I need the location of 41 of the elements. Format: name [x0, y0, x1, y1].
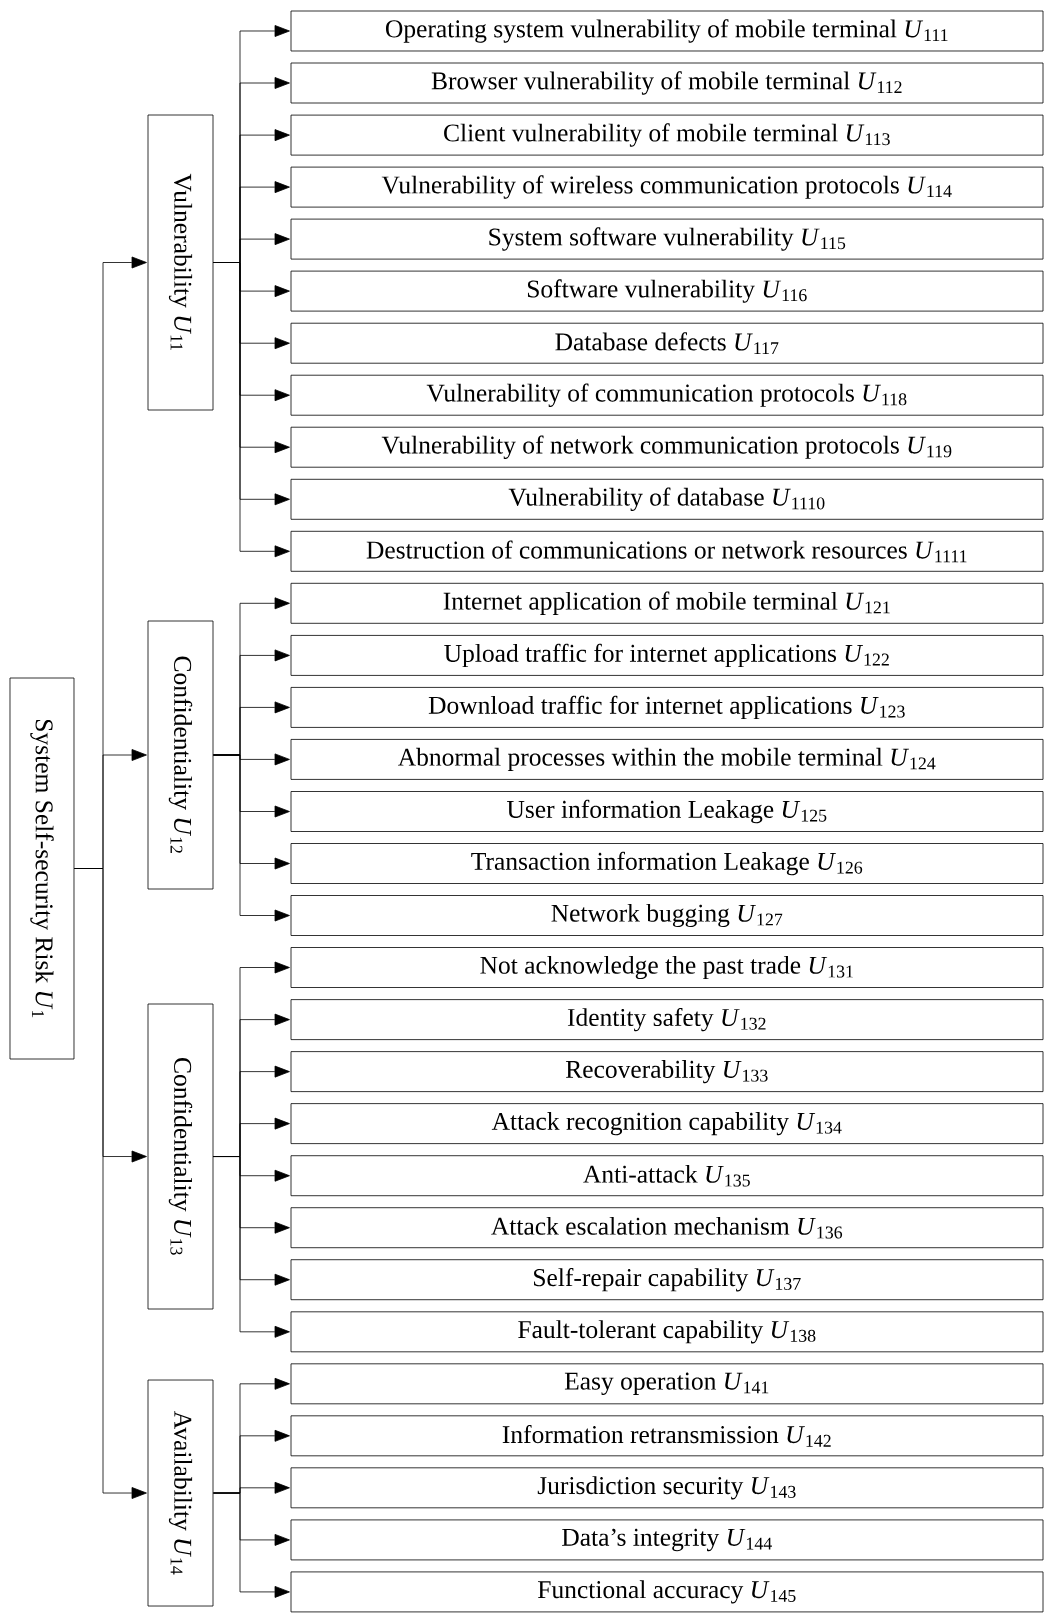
item-box: Identity safety U$_{132}$	[290, 999, 1044, 1040]
item-box: Operating system vulnerability of mobile terminal U$_{111}$	[290, 10, 1044, 52]
item-box: Data’s integrity U$_{144}$	[290, 1519, 1044, 1561]
category-box: Confidentiality U$_{13}$	[147, 1003, 214, 1310]
item-box: Vulnerability of database U$_{1110}$	[290, 478, 1044, 520]
item-box: Jurisdiction security U$_{143}$	[290, 1467, 1044, 1509]
item-box: Browser vulnerability of mobile terminal U$_{112}$	[290, 62, 1044, 104]
item-box: Attack escalation mechanism U$_{136}$	[290, 1207, 1044, 1249]
item-box: Anti-attack U$_{135}$	[290, 1155, 1044, 1197]
item-box: Vulnerability of communication protocols U$_{118}$	[290, 374, 1044, 416]
item-box: Software vulnerability U$_{116}$	[290, 270, 1044, 312]
item-box: Easy operation U$_{141}$	[290, 1363, 1044, 1405]
item-box: Network bugging U$_{127}$	[290, 895, 1044, 936]
item-box: Vulnerability of wireless communication protocols U$_{114}$	[290, 166, 1044, 208]
item-box: Database defects U$_{117}$	[290, 322, 1044, 364]
item-box: Functional accuracy U$_{145}$	[290, 1571, 1044, 1613]
item-box: Information retransmission U$_{142}$	[290, 1415, 1044, 1457]
item-box: Abnormal processes within the mobile terminal U$_{124}$	[290, 739, 1044, 780]
item-box: Upload traffic for internet applications U$_{122}$	[290, 635, 1044, 676]
item-box: Vulnerability of network communication protocols U$_{119}$	[290, 426, 1044, 468]
category-box: Availability U$_{14}$	[147, 1379, 214, 1607]
arrow	[74, 868, 147, 1499]
arrow	[213, 262, 290, 558]
item-box: Destruction of communications or network resources U$_{1111}$	[290, 530, 1044, 572]
arrow	[213, 1156, 290, 1338]
item-box: Fault-tolerant capability U$_{138}$	[290, 1311, 1044, 1353]
category-box: Confidentiality U$_{12}$	[147, 620, 214, 890]
root-box: System Self-security Risk U$_{1}$	[9, 677, 75, 1060]
item-box: Not acknowledge the past trade U$_{131}$	[290, 947, 1044, 988]
item-box: Client vulnerability of mobile terminal U$_{113}$	[290, 114, 1044, 156]
item-box: Download traffic for internet applications U$_{123}$	[290, 687, 1044, 728]
arrow	[213, 1492, 290, 1598]
category-box: Vulnerability U$_{11}$	[147, 114, 214, 411]
item-box: Recoverability U$_{133}$	[290, 1051, 1044, 1092]
item-box: Self-repair capability U$_{137}$	[290, 1259, 1044, 1301]
item-box: Internet application of mobile terminal U$_{121}$	[290, 582, 1044, 624]
arrow	[213, 754, 290, 922]
item-box: Attack recognition capability U$_{134}$	[290, 1103, 1044, 1144]
item-box: User information Leakage U$_{125}$	[290, 791, 1044, 832]
item-box: Transaction information Leakage U$_{126}$	[290, 843, 1044, 884]
item-box: System software vulnerability U$_{115}$	[290, 218, 1044, 260]
